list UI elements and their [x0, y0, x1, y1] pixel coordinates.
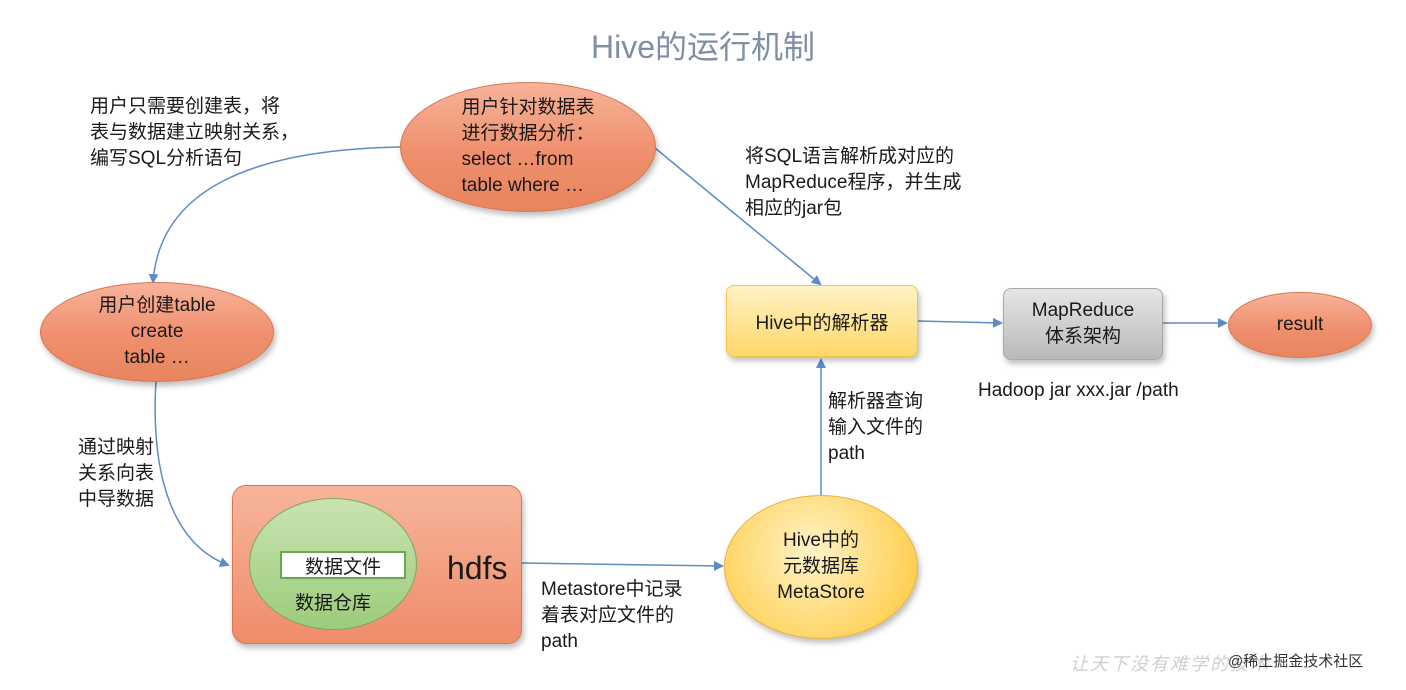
user-create-table-text: 用户创建table create table … [98, 295, 216, 368]
hive-parser-node: Hive中的解析器 [726, 285, 918, 357]
annotation-sql-parse: 将SQL语言解析成对应的 MapReduce程序，并生成 相应的jar包 [745, 146, 962, 219]
annotation-create-mapping: 用户只需要创建表，将 表与数据建立映射关系， 编写SQL分析语句 [90, 96, 300, 169]
arrow-analysis-to-create [148, 146, 401, 284]
arrow-parser-to-mapreduce [916, 317, 1003, 328]
page-title: Hive的运行机制 [590, 29, 816, 65]
arrow-create-to-hdfs [154, 379, 230, 567]
data-file-box: 数据文件 [280, 551, 406, 579]
metastore-text: Hive中的 元数据库 MetaStore [777, 530, 865, 603]
arrow-analysis-to-parser [654, 147, 822, 286]
data-file-text: 数据文件 [304, 556, 381, 578]
mapreduce-node: MapReduce 体系架构 [1003, 288, 1163, 360]
hdfs-node: 数据文件 数据仓库 hdfs [232, 485, 522, 644]
metastore-node: Hive中的 元数据库 MetaStore [724, 495, 918, 639]
data-warehouse-ellipse: 数据文件 数据仓库 [249, 498, 417, 630]
annotation-parser-query: 解析器查询 输入文件的 path [828, 391, 924, 464]
annotation-import-data: 通过映射 关系向表 中导数据 [78, 437, 155, 510]
result-text: result [1276, 314, 1324, 335]
annotation-metastore-record: Metastore中记录 着表对应文件的 path [541, 579, 683, 652]
watermark-text: 让天下没有难学的技术 [1070, 654, 1270, 674]
user-analysis-node: 用户针对数据表 进行数据分析： select …from table where… [400, 82, 656, 212]
arrow-hdfs-to-metastore [521, 560, 724, 571]
hdfs-label: hdfs [447, 550, 508, 586]
hive-parser-text: Hive中的解析器 [755, 312, 889, 334]
user-analysis-text: 用户针对数据表 进行数据分析： select …from table where… [461, 97, 595, 196]
result-node: result [1228, 292, 1372, 358]
credit-text: @稀土掘金技术社区 [1228, 653, 1364, 670]
user-create-table-node: 用户创建table create table … [40, 282, 274, 382]
data-warehouse-text: 数据仓库 [294, 593, 371, 614]
mapreduce-text: MapReduce 体系架构 [1031, 300, 1135, 347]
annotation-hadoop-cmd: Hadoop jar xxx.jar /path [978, 380, 1179, 401]
